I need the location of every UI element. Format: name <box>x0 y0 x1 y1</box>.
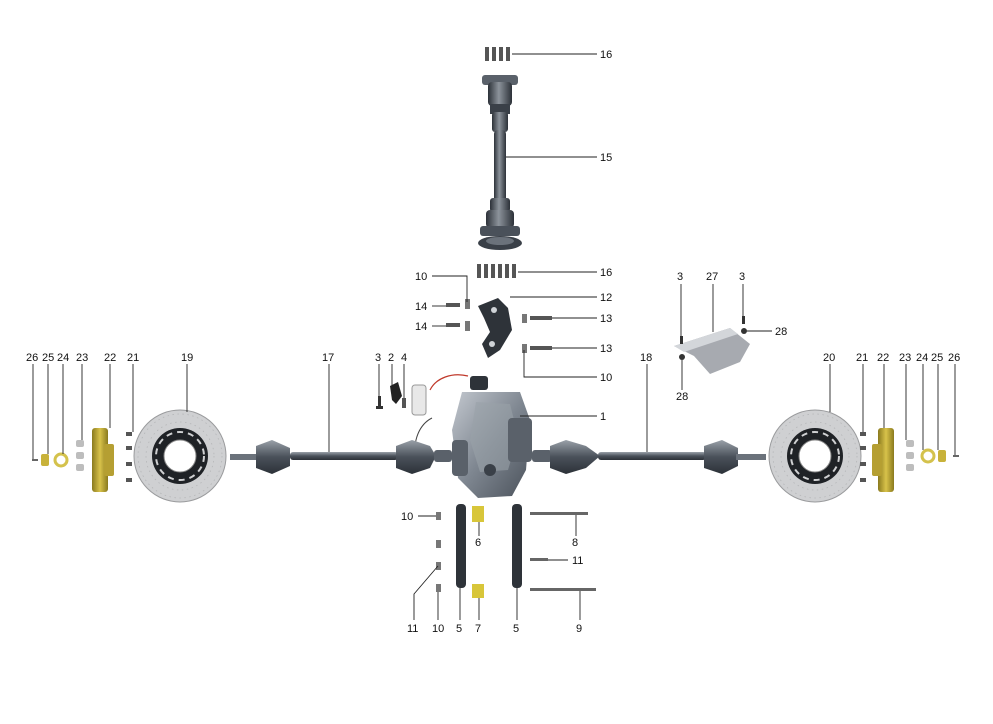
callout-23-left: 23 <box>76 352 88 364</box>
differential-bracket <box>478 298 512 358</box>
callout-4: 4 <box>401 352 407 364</box>
callout-18: 18 <box>640 352 652 364</box>
callout-21-right: 21 <box>856 352 868 364</box>
callout-5-left: 5 <box>456 623 462 635</box>
callout-16-lower: 16 <box>600 267 612 279</box>
callout-26-left: 26 <box>26 352 38 364</box>
differential-bolts <box>477 264 516 278</box>
callout-21-left: 21 <box>127 352 139 364</box>
bracket-fasteners <box>446 299 552 353</box>
callout-17: 17 <box>322 352 334 364</box>
heat-shield <box>674 316 750 374</box>
callout-6: 6 <box>475 537 481 549</box>
callout-8: 8 <box>572 537 578 549</box>
callout-13-lower: 13 <box>600 343 612 355</box>
callout-14-upper: 14 <box>415 301 427 313</box>
callout-15: 15 <box>600 152 612 164</box>
callout-24-right: 24 <box>916 352 928 364</box>
callout-28-right: 28 <box>775 326 787 338</box>
callout-11-right: 11 <box>572 555 583 567</box>
callout-16-top: 16 <box>600 49 612 61</box>
callout-14-lower: 14 <box>415 321 427 333</box>
callout-22-right: 22 <box>877 352 889 364</box>
right-brake-disc <box>768 409 862 503</box>
callout-12: 12 <box>600 292 612 304</box>
callout-labels: 16 15 16 12 13 13 10 1 10 14 14 3 2 4 17… <box>26 49 960 635</box>
callout-11-bottom: 11 <box>407 623 418 635</box>
callout-27: 27 <box>706 271 718 283</box>
lower-mounting-arms <box>436 504 596 598</box>
callout-25-left: 25 <box>42 352 54 364</box>
right-wheel-hub-assembly <box>860 428 959 492</box>
callout-10-upper: 10 <box>415 271 427 283</box>
callout-2: 2 <box>388 352 394 364</box>
callout-3-shield-right: 3 <box>739 271 745 283</box>
callout-1: 1 <box>600 411 606 423</box>
right-half-shaft <box>532 440 766 474</box>
rear-differential <box>411 374 532 498</box>
callout-24-left: 24 <box>57 352 69 364</box>
callout-22-left: 22 <box>104 352 116 364</box>
callout-10-right: 10 <box>600 372 612 384</box>
callout-10-bottom: 10 <box>432 623 444 635</box>
propeller-bolts-top <box>485 47 510 61</box>
left-wheel-hub-assembly <box>32 428 132 492</box>
callout-3-shield-left: 3 <box>677 271 683 283</box>
breather-parts <box>376 382 406 409</box>
callout-20: 20 <box>823 352 835 364</box>
propeller-shaft <box>478 75 522 250</box>
callout-19: 19 <box>181 352 193 364</box>
callout-26-right: 26 <box>948 352 960 364</box>
left-half-shaft <box>230 440 452 474</box>
callout-28-lower: 28 <box>676 391 688 403</box>
callout-23-right: 23 <box>899 352 911 364</box>
callout-9: 9 <box>576 623 582 635</box>
callout-10-lower-left: 10 <box>401 511 413 523</box>
callout-5-right: 5 <box>513 623 519 635</box>
callout-13-upper: 13 <box>600 313 612 325</box>
callout-25-right: 25 <box>931 352 943 364</box>
callout-3-center: 3 <box>375 352 381 364</box>
leader-lines <box>32 53 956 620</box>
left-brake-disc <box>133 409 227 503</box>
callout-7: 7 <box>475 623 481 635</box>
